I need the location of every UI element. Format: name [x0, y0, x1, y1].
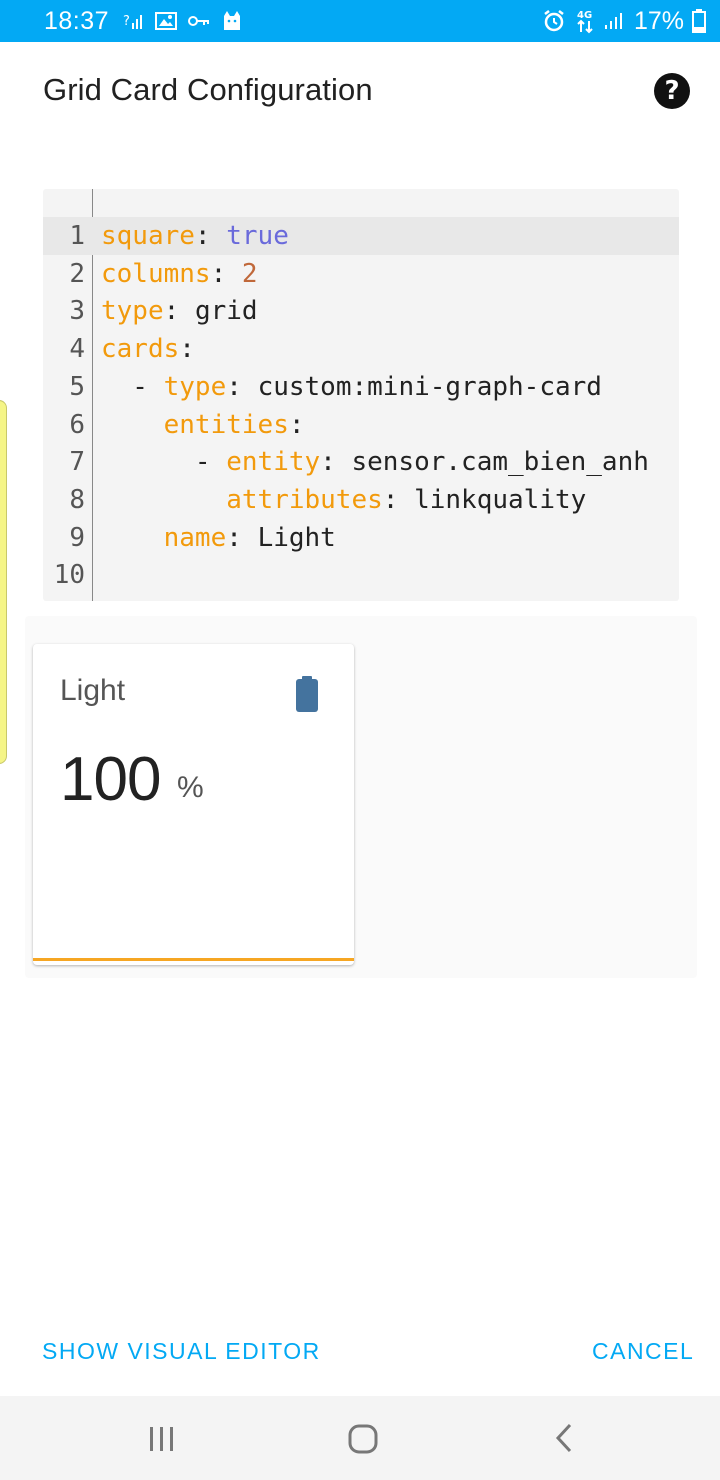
data-arrows-icon: 4G: [574, 8, 596, 34]
yaml-separator: :: [288, 409, 305, 440]
line-number: 9: [69, 522, 85, 553]
line-number: 10: [53, 560, 85, 591]
yaml-value: true: [226, 221, 289, 251]
line-number: 5: [69, 371, 85, 402]
side-panel-edge[interactable]: [0, 400, 7, 764]
yaml-key: name: [163, 522, 227, 553]
code-line[interactable]: 10: [43, 556, 679, 594]
status-right: 4G 17%: [542, 7, 706, 36]
line-indent: [101, 523, 164, 553]
yaml-separator: :: [226, 371, 258, 402]
line-content: cards:: [101, 330, 195, 368]
line-indent: -: [101, 447, 227, 478]
card-unit: %: [177, 771, 204, 804]
mini-graph-card[interactable]: Light 100 %: [33, 644, 354, 965]
key-icon: [187, 11, 211, 31]
line-content: name: Light: [101, 519, 336, 557]
code-line[interactable]: 9 name: Light: [43, 519, 679, 557]
help-icon[interactable]: ?: [654, 73, 690, 109]
line-number: 1: [69, 221, 85, 251]
card-name: Light: [60, 674, 126, 707]
line-number: 2: [69, 258, 85, 289]
yaml-value: 2: [241, 258, 258, 289]
cancel-button[interactable]: CANCEL: [592, 1338, 695, 1364]
yaml-key: attributes: [226, 484, 383, 515]
status-bar: 18:37 ? 4G: [0, 0, 720, 42]
code-line[interactable]: 7 - entity: sensor.cam_bien_anh: [43, 443, 679, 481]
line-indent: -: [101, 371, 164, 402]
card-graph-line: [33, 958, 354, 961]
battery-percent: 17%: [633, 6, 684, 35]
code-line[interactable]: 8 attributes: linkquality: [43, 481, 679, 519]
line-content: square: true: [101, 217, 289, 255]
yaml-value: Light: [257, 522, 336, 553]
yaml-separator: :: [382, 484, 415, 515]
recent-apps-icon[interactable]: [146, 1416, 178, 1465]
yaml-separator: :: [210, 258, 242, 289]
yaml-separator: :: [163, 296, 195, 327]
yaml-key: square: [101, 221, 195, 251]
yaml-key: type: [163, 371, 227, 402]
line-content: type: grid: [101, 292, 258, 330]
show-visual-editor-button[interactable]: SHOW VISUAL EDITOR: [42, 1338, 321, 1364]
network-label: 4G: [577, 10, 592, 21]
svg-text:?: ?: [123, 14, 130, 29]
code-line[interactable]: 5 - type: custom:mini-graph-card: [43, 368, 679, 406]
system-nav-bar: [0, 1396, 720, 1480]
yaml-key: cards: [101, 334, 180, 365]
yaml-separator: :: [179, 334, 195, 365]
line-indent: [101, 485, 226, 515]
line-content: - type: custom:mini-graph-card: [101, 368, 602, 406]
back-icon[interactable]: [548, 1416, 580, 1465]
line-indent: [101, 410, 164, 440]
yaml-key: type: [101, 296, 164, 327]
yaml-separator: :: [320, 447, 352, 478]
status-time: 18:37: [44, 6, 110, 35]
alarm-icon: [542, 9, 566, 33]
dialog-title: Grid Card Configuration: [43, 72, 373, 107]
code-line[interactable]: 3 type: grid: [43, 292, 679, 330]
code-line[interactable]: 6 entities:: [43, 406, 679, 444]
line-content: entities:: [101, 406, 305, 444]
line-number: 7: [69, 447, 85, 478]
line-number: 8: [69, 484, 85, 515]
card-value: 100: [60, 745, 161, 814]
line-content: attributes: linkquality: [101, 481, 586, 519]
line-number-gutter: [43, 189, 93, 601]
line-content: - entity: sensor.cam_bien_anh: [101, 443, 649, 481]
yaml-key: columns: [101, 258, 211, 289]
line-number: 4: [69, 334, 85, 365]
yaml-key: entities: [163, 409, 289, 440]
yaml-value: sensor.cam_bien_anh: [351, 447, 649, 478]
line-number: 6: [69, 409, 85, 440]
line-content: columns: 2: [101, 255, 258, 293]
signal-bars-icon: [604, 11, 626, 31]
image-icon: [155, 11, 178, 31]
line-number: 3: [69, 296, 85, 327]
code-line[interactable]: 4 cards:: [43, 330, 679, 368]
cat-icon: [221, 10, 243, 32]
yaml-separator: :: [194, 221, 227, 251]
signal-off-icon: ?: [123, 11, 145, 31]
yaml-value: linkquality: [414, 484, 587, 515]
yaml-separator: :: [226, 522, 258, 553]
yaml-key: entity: [226, 447, 321, 478]
status-left-icons: ?: [123, 10, 243, 32]
code-line[interactable]: 1 square: true: [43, 217, 679, 255]
home-icon[interactable]: [343, 1416, 383, 1465]
battery-icon: [294, 676, 320, 717]
yaml-value: grid: [194, 296, 258, 327]
battery-icon: [692, 9, 706, 33]
yaml-value: custom:mini-graph-card: [257, 371, 602, 402]
